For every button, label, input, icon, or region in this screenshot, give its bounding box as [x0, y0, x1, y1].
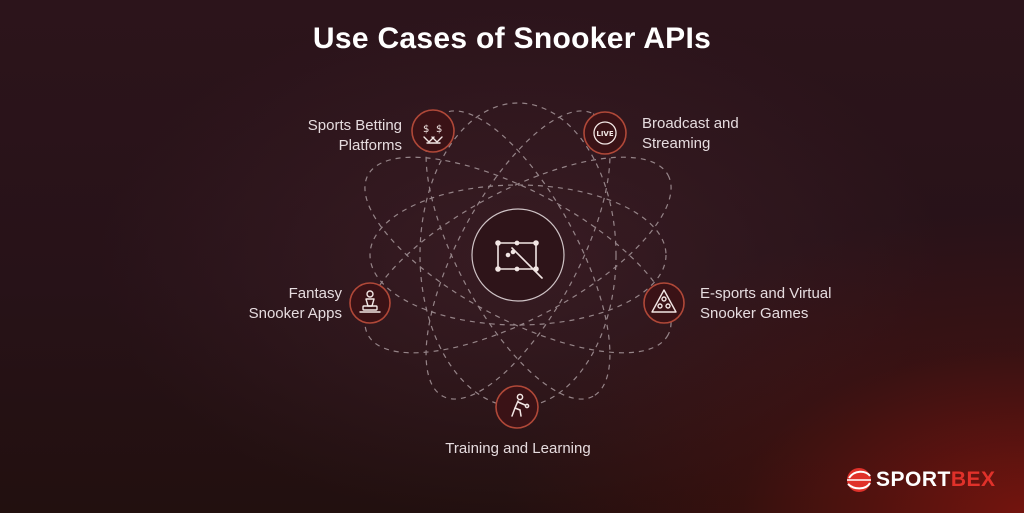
player-figure-icon — [511, 393, 530, 417]
label-esports: E-sports and Virtual Snooker Games — [700, 284, 900, 324]
label-broadcast-line-1: Broadcast and — [642, 115, 739, 132]
chess-trophy-icon — [359, 290, 381, 313]
brand-suffix: BEX — [950, 468, 996, 491]
label-broadcast: Broadcast and Streaming — [642, 114, 822, 154]
brand: SPORTBEX — [842, 465, 1012, 495]
label-betting: Sports Betting Platforms — [222, 116, 402, 156]
orbit-vertical — [419, 102, 617, 408]
node-fantasy — [349, 282, 391, 324]
label-training: Training and Learning — [408, 439, 628, 459]
node-broadcast: LIVE — [583, 111, 627, 155]
label-fantasy-line-1: Fantasy — [288, 285, 342, 302]
sportbex-logo-icon — [847, 468, 871, 492]
label-broadcast-line-2: Streaming — [642, 135, 711, 152]
node-training — [495, 385, 539, 429]
live-broadcast-icon: LIVE — [593, 121, 617, 145]
label-training-line-1: Training and Learning — [445, 440, 591, 457]
svg-text:$: $ — [436, 124, 442, 135]
label-esports-line-1: E-sports and Virtual — [700, 285, 832, 302]
label-betting-line-2: Platforms — [338, 137, 402, 154]
orbit-diagonal-a — [364, 156, 672, 354]
brand-prefix: SPORT — [876, 468, 951, 491]
node-esports — [643, 282, 685, 324]
page-title: Use Cases of Snooker APIs — [312, 22, 712, 55]
svg-text:LIVE: LIVE — [596, 130, 613, 138]
label-fantasy: Fantasy Snooker Apps — [162, 284, 342, 324]
label-fantasy-line-2: Snooker Apps — [248, 305, 342, 322]
brand-name: SPORTBEX — [876, 468, 996, 492]
money-exchange-icon: $ $ — [423, 124, 443, 144]
orbit-diagonal-b — [364, 156, 672, 354]
center-node — [456, 193, 580, 317]
label-betting-line-1: Sports Betting — [307, 117, 402, 134]
snooker-table-icon — [495, 240, 543, 279]
label-esports-line-2: Snooker Games — [700, 305, 809, 322]
svg-text:$: $ — [423, 124, 429, 135]
ball-triangle-icon — [651, 289, 677, 313]
node-betting: $ $ — [411, 109, 455, 153]
orbit-horizontal — [369, 184, 667, 326]
